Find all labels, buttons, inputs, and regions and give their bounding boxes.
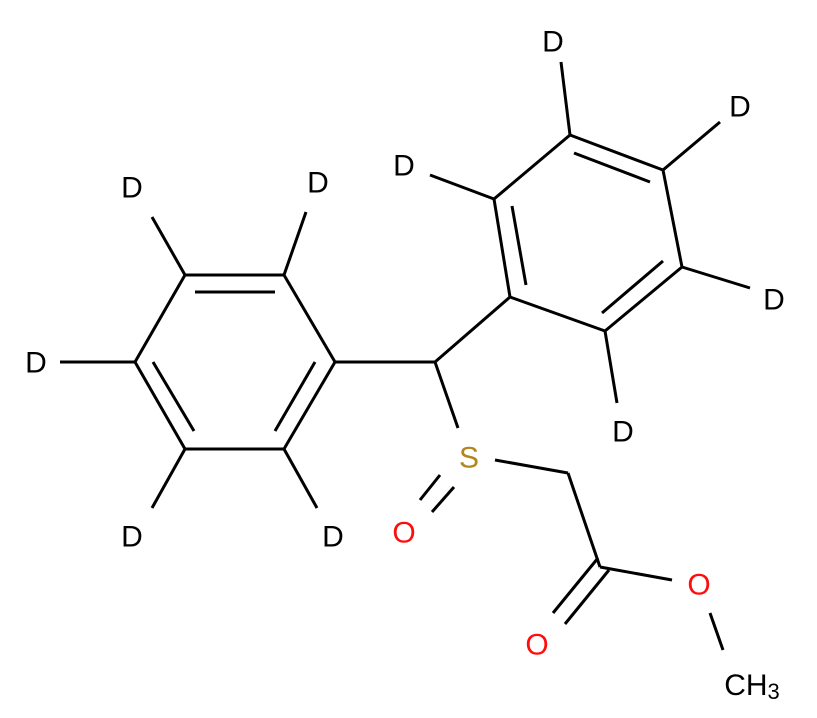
deuterium-label: D xyxy=(612,416,634,449)
deuterium-label: D xyxy=(307,167,329,200)
deuterium-label: D xyxy=(121,172,143,205)
deuterium-label: D xyxy=(121,521,143,554)
chain-bonds xyxy=(335,295,725,651)
deuterium-label: D xyxy=(542,26,564,59)
methyl-text: CH xyxy=(724,669,767,702)
deuterium-label: D xyxy=(763,284,785,317)
right-phenyl-ring xyxy=(429,61,751,404)
sulfur-label: S xyxy=(459,442,479,475)
deuterium-label: D xyxy=(322,521,344,554)
deuterium-label: D xyxy=(25,347,47,380)
methyl-label: CH3 xyxy=(724,669,780,704)
sulfoxide-oxygen-label: O xyxy=(392,517,415,550)
deuterium-label: D xyxy=(729,91,751,124)
methyl-subscript: 3 xyxy=(768,679,780,704)
carbonyl-oxygen-label: O xyxy=(525,629,548,662)
ester-oxygen-label: O xyxy=(687,569,710,602)
left-phenyl-ring xyxy=(60,211,337,509)
deuterium-label: D xyxy=(393,150,415,183)
